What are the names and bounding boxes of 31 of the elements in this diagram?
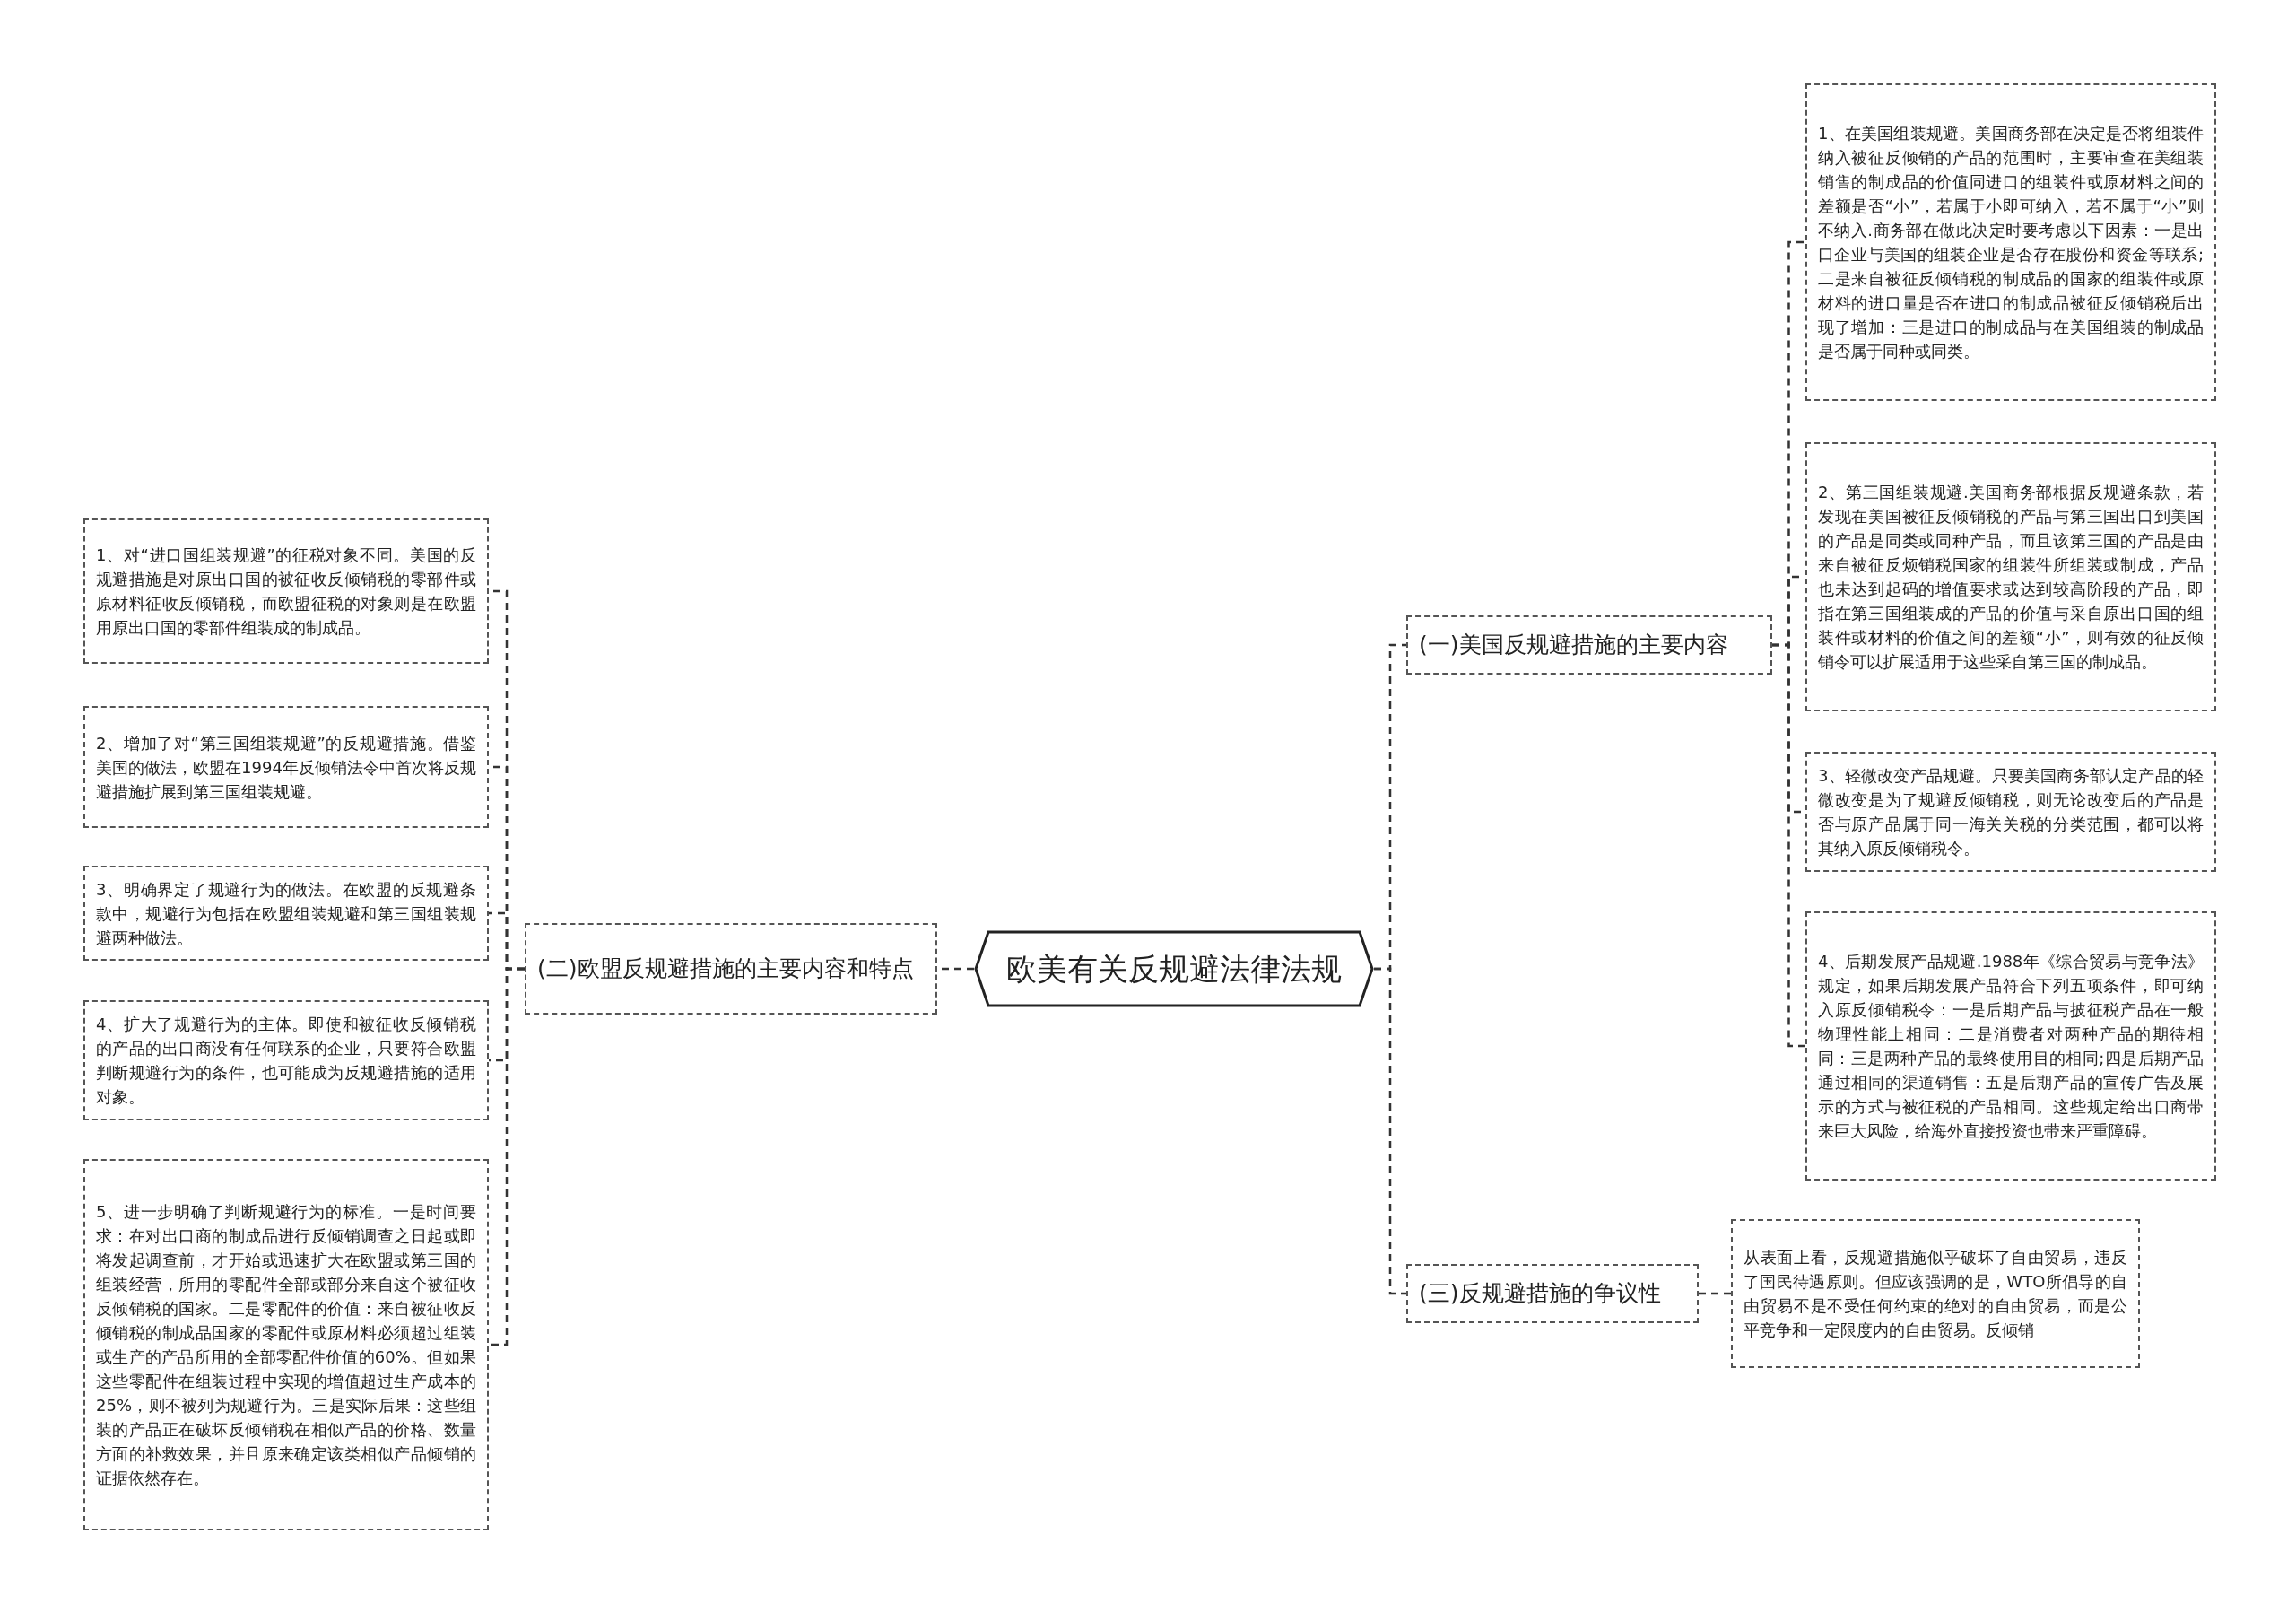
note-text: 3、明确界定了规避行为的做法。在欧盟的反规避条款中，规避行为包括在欧盟组装规避和第三国组装规避两种做法。 — [96, 878, 476, 949]
note-text: 2、第三国组装规避.美国商务部根据反规避条款，若发现在美国被征反倾销税的产品与第三国出口到美国的产品是同类或同种产品，而且该第三国的产品是由来自被征反烦销税国家的组装件所组装或制成，产品也未达到起码的增值要求或达到较高阶段的产品，即指在第三国组装成的产品的价值与采自原出口国的组装件或材料的价值之间的差额“小”，则有效的征反倾销令可以扩展适用于这些采自第三国的制成品。 — [1818, 482, 2204, 673]
note-text: 1、在美国组装规避。美国商务部在决定是否将组装件纳入被征反倾销的产品的范围时，主要审查在美组装销售的制成品的价值同进口的组装件或原材料之间的差额是否“小”，若属于小即可纳入，若不属于“小”则不纳入.商务部在做此决定时要考虑以下因素：一是出口企业与美国的组装企业是否存在股份和资金等联系;二是来自被征反倾销税的制成品的国家的组装件或原材料的进口量是否在进口的制成品被征反倾销税后出现了增加：三是进口的制成品与在美国组装的制成品是否属于同种或同类。 — [1818, 123, 2204, 362]
note-box — [83, 706, 489, 828]
note-text: 3、轻微改变产品规避。只要美国商务部认定产品的轻微改变是为了规避反倾销税，则无论改变后的产品是否与原产品属于同一海关关税的分类范围，都可以将其纳入原反倾销税令。 — [1818, 765, 2204, 859]
title-text: 欧美有关反规避法律法规 — [1006, 950, 1342, 988]
note-text: 2、增加了对“第三国组装规避”的反规避措施。借鉴美国的做法，欧盟在1994年反倾销法令中首次将反规避措施扩展到第三国组装规避。 — [96, 732, 476, 803]
connector-line — [1772, 643, 1805, 1048]
note-box — [83, 518, 489, 664]
note-text: 5、进一步明确了判断规避行为的标准。一是时间要求：在对出口商的制成品进行反倾销调查之日起或即将发起调查前，才开始或迅速扩大在欧盟或第三国的组装经营，所用的零配件全部或部分来自这个被征收反倾销税的国家。二是零配件的价值：来自被征收反倾销税的制成品国家的零配件或原材料必须超过组装或生产的产品所用的全部零配件价值的60%。但如果这些零配件在组装过程中实现的增值超过生产成本的25%，则不被列为规避行为。三是实际后果：这些组装的产品正在破坏反倾销税在相似产品的价格、数量方面的补救效果，并且原来确定该类相似产品倾销的证据依然存在。 — [96, 1201, 476, 1489]
note-text: 从表面上看，反规避措施似乎破坏了自由贸易，违反了国民待遇原则。但应该强调的是，WTO所倡导的自由贸易不是不受任何约束的绝对的自由贸易，而是公平竞争和一定限度内的自由贸易。反倾销 — [1744, 1247, 2127, 1341]
note-box — [83, 866, 489, 961]
note-box — [1805, 911, 2216, 1181]
connector-line — [489, 967, 525, 1346]
topic-box — [1406, 1264, 1699, 1323]
note-text: 4、扩大了规避行为的主体。即使和被征收反倾销税的产品的出口商没有任何联系的企业，只要符合欧盟判断规避行为的条件，也可能成为反规避措施的适用对象。 — [96, 1014, 476, 1108]
note-box — [83, 1000, 489, 1120]
note-box — [1805, 83, 2216, 401]
topic-box — [525, 923, 937, 1015]
topic-text: (二)欧盟反规避措施的主要内容和特点 — [537, 954, 915, 984]
connector-line — [1699, 1292, 1731, 1295]
connector-line — [1374, 967, 1406, 1295]
note-text: 4、后期发展产品规避.1988年《综合贸易与竞争法》规定，如果后期发展产品符合下列五项条件，即可纳入原反倾销税令：一是后期产品与披征税产品在一般物理性能上相同：二是消费者对两种产品的期待相同：三是两种产品的最终使用目的相同;四是后期产品通过相同的渠道销售：五是后期产品的宣传广告及展示的方式与被征税的产品相同。这些规定给出口商带来巨大风险，给海外直接投资也带来严重障碍。 — [1818, 951, 2204, 1142]
note-box — [83, 1159, 489, 1530]
note-box — [1805, 752, 2216, 872]
note-box — [1731, 1219, 2140, 1368]
topic-text: (三)反规避措施的争议性 — [1419, 1279, 1662, 1309]
topic-text: (一)美国反规避措施的主要内容 — [1419, 631, 1729, 660]
note-text: 1、对“进口国组装规避”的征税对象不同。美国的反规避措施是对原出口国的被征收反倾销税的零部件或原材料征收反倾销税，而欧盟征税的对象则是在欧盟用原出口国的零部件组装成的制成品。 — [96, 545, 476, 639]
topic-box — [1406, 615, 1772, 675]
note-box — [1805, 442, 2216, 711]
